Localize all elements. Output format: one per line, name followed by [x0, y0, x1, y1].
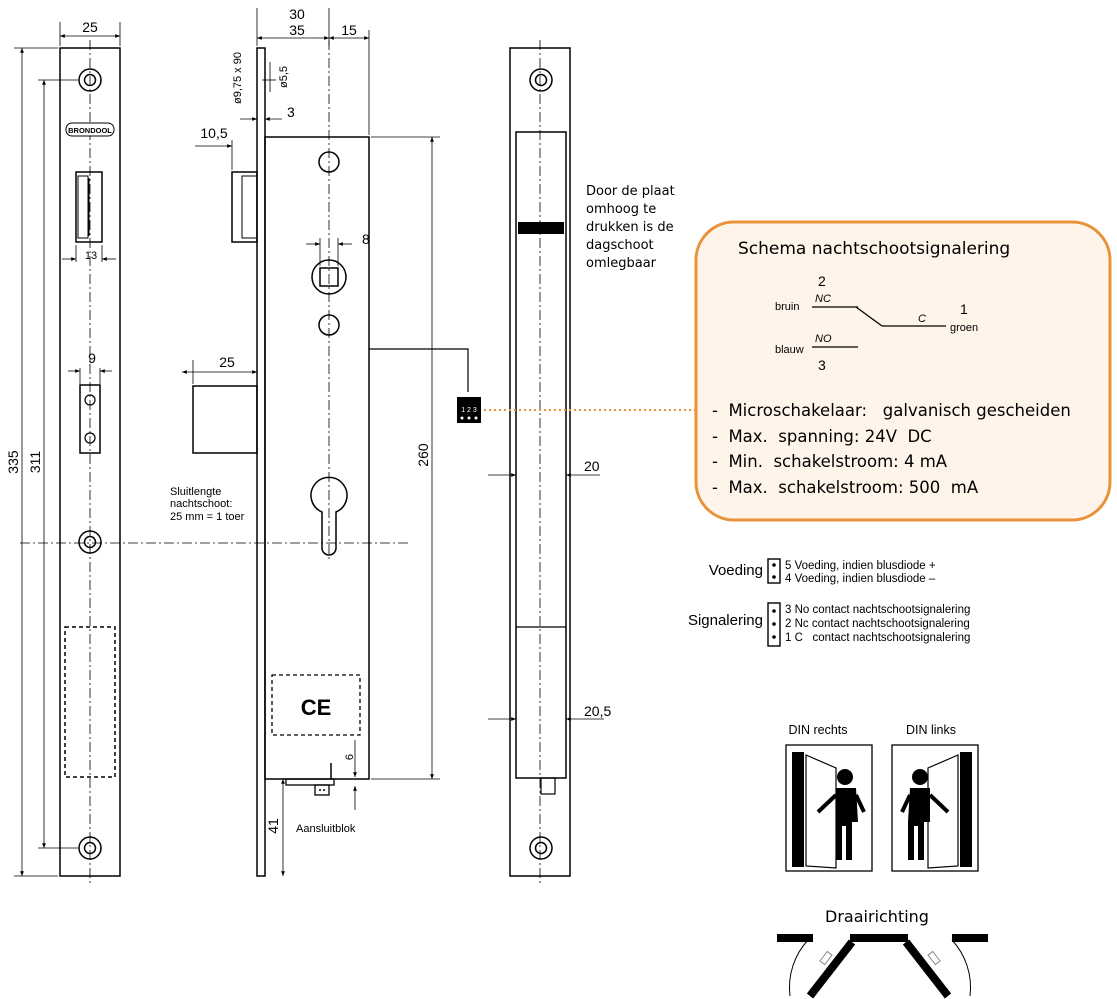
dim-335: 335	[5, 450, 21, 474]
voeding-label: Voeding	[709, 562, 763, 579]
din-links-label: DIN links	[906, 723, 956, 737]
label-no: NO	[815, 333, 832, 345]
schema-box: Schema nachtschootsignalering 2 bruin NC…	[694, 220, 1112, 522]
ce-mark: CE	[301, 695, 332, 720]
din-links-icon: DIN links	[891, 723, 979, 872]
pin-1: 1	[960, 301, 968, 317]
dim-13: 13	[85, 250, 97, 262]
dim-screw-hole: ø5,5	[278, 66, 290, 88]
wire-groen: groen	[950, 322, 978, 334]
bolt-throw-line-3: 25 mm = 1 toer	[170, 511, 245, 523]
screw-hole-bottom	[78, 836, 102, 860]
strike-latch-bar	[518, 222, 564, 234]
screw-hole-middle	[78, 530, 102, 554]
rotation-label: Draairichting	[825, 907, 929, 926]
connector-block	[285, 778, 335, 786]
spec-line-2: - Max. spanning: 24V DC	[712, 427, 932, 446]
connector-legend: Voeding 5 Voeding, indien blusdiode + 4 …	[688, 558, 970, 647]
voeding-item-4: 4 Voeding, indien blusdiode –	[785, 573, 936, 585]
bolt-throw-line-2: nachtschoot:	[170, 498, 232, 510]
schema-title: Schema nachtschootsignalering	[738, 239, 1010, 259]
dim-3: 3	[287, 104, 295, 120]
dim-25-deadbolt: 25	[219, 354, 235, 370]
dim-20: 20	[584, 458, 600, 474]
dim-screw-countersink: ø9,75 x 90	[232, 52, 244, 104]
bolt-throw-line-1: Sluitlengte	[170, 486, 221, 498]
lock-body-side-view: 8 CE 1 2 3 30 35 15 ø9,75 x 90 ø5,5 3	[170, 6, 481, 877]
ce-box	[271, 674, 361, 736]
din-rechts-label: DIN rechts	[788, 723, 847, 737]
dim-10-5: 10,5	[200, 125, 227, 141]
spec-line-3: - Min. schakelstroom: 4 mA	[712, 452, 948, 471]
schema-box-outline	[694, 220, 1112, 522]
dim-6: 6	[344, 754, 356, 760]
latch-note-1: Door de plaat	[586, 184, 675, 199]
wire-blauw: blauw	[775, 344, 804, 356]
screw-hole-top	[78, 68, 102, 92]
rotation-diagram: Draairichting	[777, 907, 988, 999]
dim-8: 8	[362, 231, 370, 247]
label-nc: NC	[815, 293, 831, 305]
faceplate-front-view: BRONDOOL 13 9 25 335	[5, 19, 410, 885]
case-hole-top	[318, 151, 340, 173]
pin-3: 3	[818, 357, 826, 373]
spindle-follower	[311, 259, 347, 295]
connector-label: Aansluitblok	[296, 823, 356, 835]
brand-logo: BRONDOOL	[68, 126, 112, 135]
latch-note-3: drukken is de	[586, 220, 674, 235]
dim-30: 30	[289, 6, 305, 22]
lower-slot	[79, 384, 101, 454]
spec-line-4: - Max. schakelstroom: 500 mA	[712, 478, 979, 497]
cylinder-hole	[310, 476, 348, 556]
dim-260: 260	[415, 443, 431, 467]
label-c: C	[918, 313, 926, 325]
latch-bolt	[231, 171, 258, 243]
signalering-label: Signalering	[688, 612, 763, 629]
strike-area	[64, 626, 116, 778]
latch-slot	[75, 171, 103, 243]
dim-41: 41	[265, 818, 281, 834]
case-hole-lower	[318, 314, 340, 336]
faceplate-side	[256, 47, 266, 877]
dim-9: 9	[88, 350, 96, 366]
latch-note-4: dagschoot	[586, 238, 654, 253]
lock-case	[264, 136, 370, 780]
dim-15: 15	[341, 22, 357, 38]
spindle-square	[319, 267, 339, 287]
latch-note-2: omhoog te	[586, 202, 656, 217]
dim-20-5: 20,5	[584, 703, 611, 719]
strike-plate-view: 20 20,5 Door de plaat omhoog te drukken …	[488, 40, 675, 885]
spec-line-1: - Microschakelaar: galvanisch gescheiden	[712, 401, 1071, 420]
latch-note-5: omlegbaar	[586, 256, 657, 271]
dim-311: 311	[27, 451, 43, 474]
voeding-item-5: 5 Voeding, indien blusdiode +	[785, 560, 936, 572]
dim-35: 35	[289, 22, 305, 38]
signalering-item-3: 3 No contact nachtschootsignalering	[785, 604, 970, 616]
signalering-item-1: 1 C contact nachtschootsignalering	[785, 632, 970, 644]
dim-25-faceplate: 25	[82, 19, 98, 35]
din-rechts-icon: DIN rechts	[785, 723, 873, 872]
pin-2: 2	[818, 273, 826, 289]
signalering-item-2: 2 Nc contact nachtschootsignalering	[785, 618, 970, 630]
dead-bolt	[192, 385, 258, 454]
wire-bruin: bruin	[775, 301, 799, 313]
connector-pins: 1 2 3	[461, 407, 477, 414]
